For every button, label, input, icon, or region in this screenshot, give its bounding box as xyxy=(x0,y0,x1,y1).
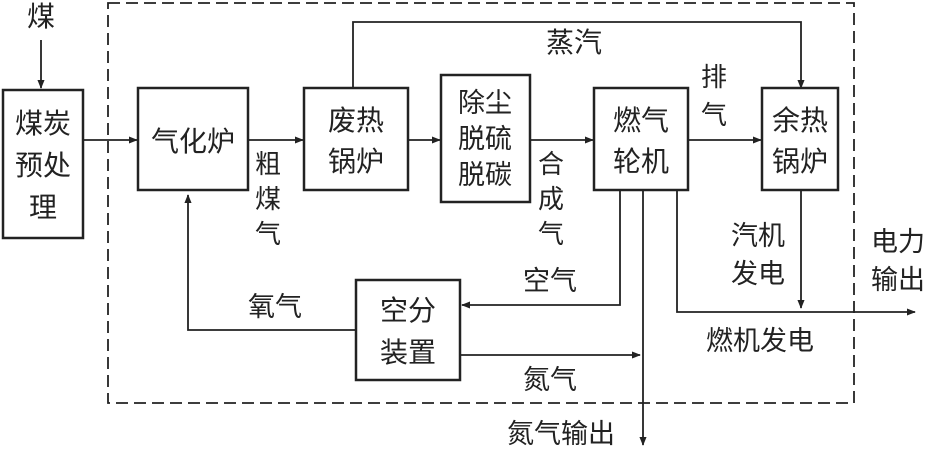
label-crude-gas-2: 煤 xyxy=(255,185,281,215)
label-steam-power-1: 汽机 xyxy=(731,221,785,252)
box-hrsg-line-2: 锅炉 xyxy=(772,145,828,178)
box-pretreat: 煤炭 预处 理 xyxy=(1,88,85,240)
box-air-separation-line-1: 空分 xyxy=(380,294,436,327)
box-cleanup: 除尘 脱硫 脱碳 xyxy=(439,73,532,204)
box-gasifier-label: 气化炉 xyxy=(151,125,235,158)
box-cleanup-line-1: 除尘 xyxy=(458,88,512,119)
label-steam-power-2: 发电 xyxy=(731,259,785,290)
box-waste-heat-boiler: 废热 锅炉 xyxy=(302,86,410,192)
box-gas-turbine-line-2: 轮机 xyxy=(613,145,669,178)
box-cleanup-line-3: 脱碳 xyxy=(458,160,512,191)
box-gas-turbine: 燃气 轮机 xyxy=(592,86,690,192)
system-boundary xyxy=(107,2,855,404)
box-pretreat-line-3: 理 xyxy=(29,191,57,224)
label-oxygen: 氧气 xyxy=(248,292,302,323)
flow-lines xyxy=(37,21,916,446)
box-air-separation: 空分 装置 xyxy=(354,278,462,382)
label-exhaust-1: 排 xyxy=(701,63,727,93)
label-nitrogen: 氮气 xyxy=(523,365,577,396)
box-air-separation-line-2: 装置 xyxy=(380,336,436,369)
box-hrsg: 余热 锅炉 xyxy=(760,86,840,192)
label-syngas-3: 气 xyxy=(538,220,564,250)
air-line xyxy=(461,190,621,309)
label-syngas-1: 合 xyxy=(538,150,564,180)
label-exhaust-2: 气 xyxy=(701,101,727,131)
label-syngas-2: 成 xyxy=(538,185,564,215)
label-power-output-1: 电力 xyxy=(871,227,925,258)
box-pretreat-line-2: 预处 xyxy=(15,149,71,182)
gt-power-line xyxy=(676,190,916,316)
label-air: 空气 xyxy=(523,266,577,297)
label-gt-power: 燃机发电 xyxy=(706,326,814,357)
box-gasifier: 气化炉 xyxy=(136,86,250,192)
box-waste-heat-boiler-line-1: 废热 xyxy=(328,104,384,137)
label-nitrogen-output: 氮气输出 xyxy=(507,419,615,450)
label-steam: 蒸汽 xyxy=(546,26,602,59)
box-pretreat-line-1: 煤炭 xyxy=(15,107,71,140)
steam-line xyxy=(352,21,805,89)
box-cleanup-line-2: 脱硫 xyxy=(458,124,512,155)
box-gas-turbine-line-1: 燃气 xyxy=(613,104,669,137)
oxygen-line xyxy=(184,194,355,331)
label-crude-gas-3: 气 xyxy=(255,220,281,250)
label-coal: 煤 xyxy=(27,0,55,33)
box-waste-heat-boiler-line-2: 锅炉 xyxy=(328,145,384,178)
label-power-output-2: 输出 xyxy=(871,265,925,296)
box-hrsg-line-1: 余热 xyxy=(772,104,828,137)
label-crude-gas-1: 粗 xyxy=(255,150,281,180)
